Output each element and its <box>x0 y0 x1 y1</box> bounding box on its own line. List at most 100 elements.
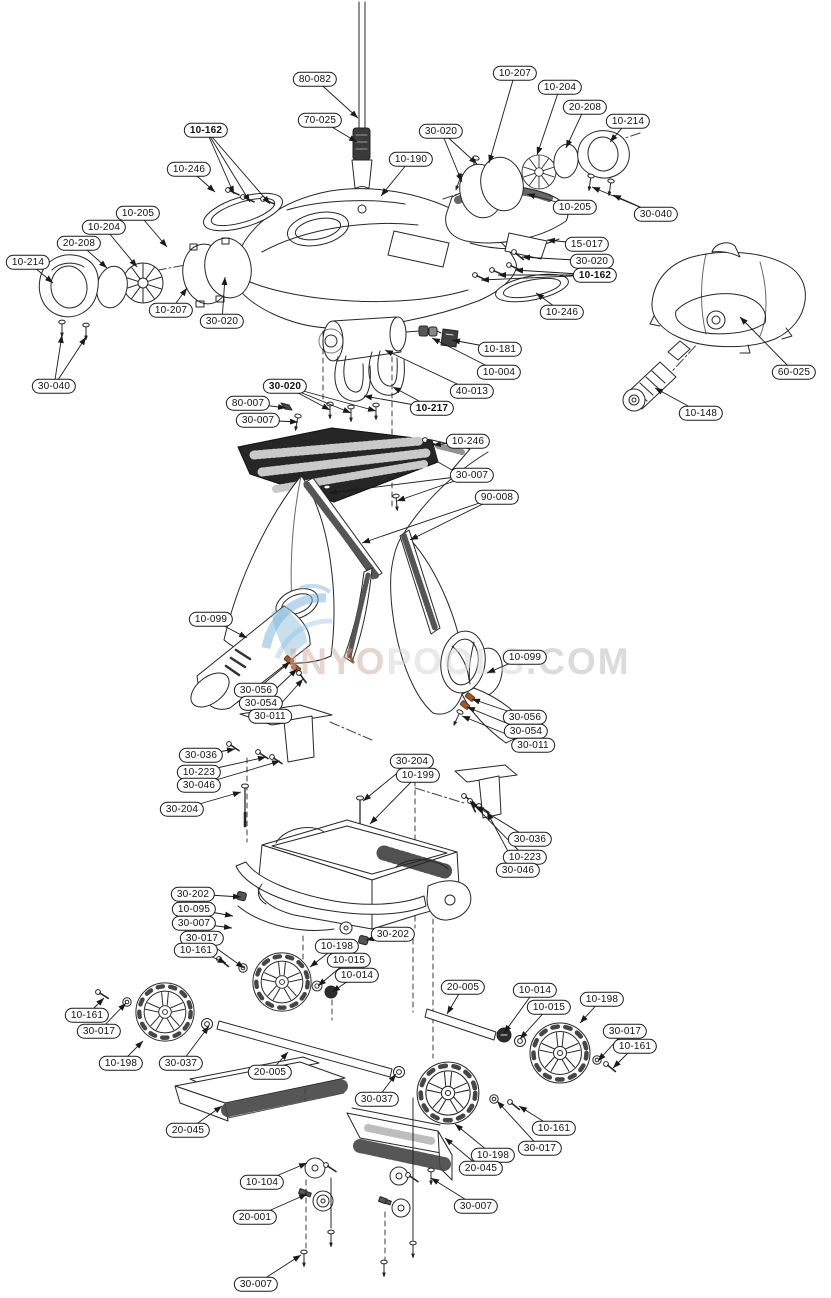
leader-line-10-207 <box>488 72 516 164</box>
leader-line-10-162 <box>205 129 271 205</box>
part-label-20-045: 20-045 <box>458 1160 504 1176</box>
part-label-10-205: 10-205 <box>115 205 161 221</box>
part-label-10-161: 10-161 <box>64 1007 110 1023</box>
part-label-10-204: 10-204 <box>537 79 583 95</box>
part-label-30-036: 30-036 <box>178 747 224 763</box>
right-ring-art <box>471 261 569 303</box>
part-label-10-199: 10-199 <box>395 767 441 783</box>
part-label-30-020: 30-020 <box>569 253 615 269</box>
part-label-30-046: 30-046 <box>495 862 541 878</box>
part-label-10-099: 10-099 <box>188 611 234 627</box>
part-label-30-037: 30-037 <box>158 1055 204 1071</box>
part-label-10-198: 10-198 <box>579 991 625 1007</box>
part-label-30-204: 30-204 <box>389 753 435 769</box>
part-label-10-246: 10-246 <box>166 161 212 177</box>
part-label-80-007: 80-007 <box>225 395 271 411</box>
part-label-30-202: 30-202 <box>170 886 216 902</box>
part-label-10-014: 10-014 <box>512 982 558 998</box>
part-label-30-202: 30-202 <box>370 926 416 942</box>
part-label-60-025: 60-025 <box>771 364 817 380</box>
leader-line-30-040 <box>53 334 64 387</box>
part-label-30-020: 30-020 <box>199 313 245 329</box>
part-label-30-040: 30-040 <box>31 378 77 394</box>
left-pump-parts-art <box>38 237 252 340</box>
part-label-20-045: 20-045 <box>165 1122 211 1138</box>
part-label-30-040: 30-040 <box>633 206 679 222</box>
part-label-10-207: 10-207 <box>148 302 194 318</box>
leader-line-10-223 <box>469 800 526 858</box>
right-bracket-art <box>454 764 518 819</box>
part-label-30-017: 30-017 <box>602 1023 648 1039</box>
part-label-30-007: 30-007 <box>453 1198 499 1214</box>
part-label-30-037: 30-037 <box>354 1091 400 1107</box>
part-label-30-011: 30-011 <box>511 737 555 753</box>
leader-line-30-020 <box>221 276 228 322</box>
part-label-20-208: 20-208 <box>56 235 102 251</box>
part-label-30-007: 30-007 <box>171 915 217 931</box>
part-label-10-095: 10-095 <box>171 901 217 917</box>
part-label-20-005: 20-005 <box>440 979 486 995</box>
part-label-10-190: 10-190 <box>388 151 434 167</box>
leader-line-30-020 <box>440 130 463 183</box>
part-label-70-025: 70-025 <box>297 112 343 128</box>
part-label-10-204: 10-204 <box>81 219 127 235</box>
part-label-10-161: 10-161 <box>173 942 219 958</box>
filter-screen-art <box>237 427 471 512</box>
leader-line-30-040 <box>53 336 87 387</box>
part-label-30-017: 30-017 <box>76 1023 122 1039</box>
part-label-10-246: 10-246 <box>539 304 585 320</box>
part-label-10-246: 10-246 <box>445 433 491 449</box>
part-label-30-007: 30-007 <box>233 1276 279 1292</box>
part-label-30-046: 30-046 <box>176 777 222 793</box>
leader-line-10-162 <box>205 129 235 195</box>
leader-line-30-017 <box>496 1100 541 1149</box>
part-label-40-013: 40-013 <box>449 383 495 399</box>
part-label-30-020: 30-020 <box>262 378 308 394</box>
leader-line-10-204 <box>536 86 561 156</box>
part-label-30-056: 30-056 <box>502 709 548 725</box>
part-label-10-104: 10-104 <box>239 1174 285 1190</box>
part-label-10-217: 10-217 <box>409 400 455 416</box>
part-label-10-015: 10-015 <box>326 952 372 968</box>
bottom-rollers-art <box>298 1097 435 1277</box>
leader-line-30-007 <box>328 474 473 495</box>
leader-line-10-162 <box>205 129 251 203</box>
part-label-30-020: 30-020 <box>418 123 464 139</box>
roller-art <box>622 340 691 412</box>
part-label-80-082: 80-082 <box>292 71 338 87</box>
part-label-20-005: 20-005 <box>247 1064 293 1080</box>
part-label-10-014: 10-014 <box>334 967 380 983</box>
part-label-10-198: 10-198 <box>98 1055 144 1071</box>
part-label-30-054: 30-054 <box>503 723 549 739</box>
leader-line-90-008 <box>361 496 498 544</box>
leader-lines <box>27 72 795 1285</box>
part-label-10-205: 10-205 <box>552 199 598 215</box>
part-label-10-004: 10-004 <box>476 364 522 380</box>
part-label-10-162: 10-162 <box>183 122 229 138</box>
motor-art <box>318 316 459 362</box>
part-label-10-161: 10-161 <box>531 1120 577 1136</box>
right-ramp-art <box>346 1107 453 1181</box>
chassis-art <box>235 819 472 946</box>
part-label-10-015: 10-015 <box>526 999 572 1015</box>
part-label-20-208: 20-208 <box>562 99 608 115</box>
part-label-10-214: 10-214 <box>605 113 651 129</box>
part-label-30-036: 30-036 <box>507 831 553 847</box>
part-label-10-162: 10-162 <box>572 267 618 283</box>
part-label-20-001: 20-001 <box>232 1209 278 1225</box>
part-label-10-198: 10-198 <box>314 938 360 954</box>
watermark: INYOPOOLS.COM <box>261 583 629 682</box>
part-label-30-011: 30-011 <box>248 708 292 724</box>
part-label-10-099: 10-099 <box>502 649 548 665</box>
part-label-30-007: 30-007 <box>235 412 281 428</box>
part-label-10-148: 10-148 <box>678 405 724 421</box>
part-label-30-017: 30-017 <box>517 1140 563 1156</box>
part-label-15-017: 15-017 <box>564 236 610 252</box>
part-label-90-008: 90-008 <box>474 489 520 505</box>
right-pump-parts-art <box>459 130 630 219</box>
part-label-10-161: 10-161 <box>612 1038 658 1054</box>
part-label-30-007: 30-007 <box>449 467 495 483</box>
part-label-10-207: 10-207 <box>492 65 538 81</box>
